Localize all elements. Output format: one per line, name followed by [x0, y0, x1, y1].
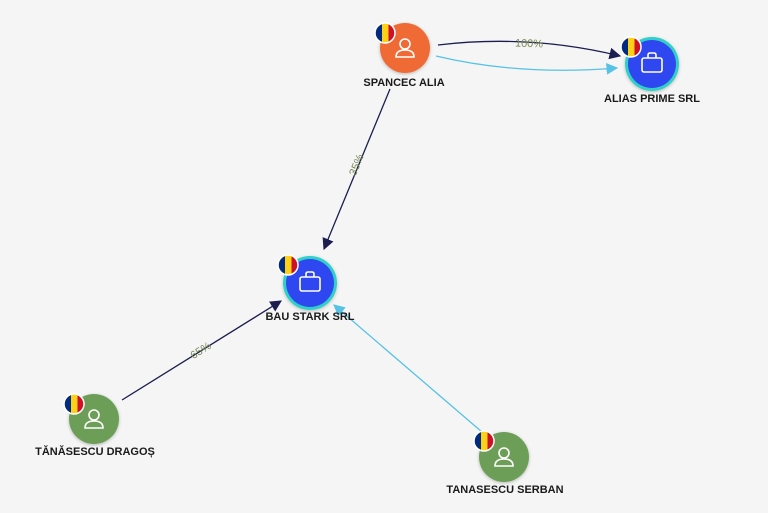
node-alias-prime-srl[interactable]: ALIAS PRIME SRL	[604, 36, 700, 105]
node-bau-stark-srl[interactable]: BAU STARK SRL	[265, 254, 355, 323]
node-tanasescu-serban[interactable]: TANASESCU SERBAN	[446, 430, 564, 496]
edge-spancec-bau-ownership[interactable]	[322, 88, 391, 251]
edge-serban-bau-link[interactable]	[333, 304, 483, 433]
node-tanasescu-dragos[interactable]: TĂNĂSESCU DRAGOȘ	[35, 393, 155, 458]
edge-spancec-alias-ownership[interactable]	[437, 40, 622, 60]
edge-dragos-bau-ownership[interactable]	[121, 300, 282, 401]
node-label: BAU STARK SRL	[265, 311, 354, 323]
romania-flag-icon	[374, 22, 396, 44]
company-node-circle	[286, 259, 334, 307]
edge-spancec-alias-link[interactable]	[435, 55, 619, 75]
node-label: ALIAS PRIME SRL	[604, 93, 700, 105]
romania-flag-icon	[63, 393, 85, 415]
node-spancec-alia[interactable]: SPANCEC ALIA	[363, 22, 445, 89]
node-label: TANASESCU SERBAN	[446, 484, 563, 496]
edge-label-dragos-bau: 65%	[188, 340, 213, 362]
node-label: TĂNĂSESCU DRAGOȘ	[35, 445, 155, 458]
briefcase-icon	[641, 52, 663, 73]
person-icon	[494, 447, 514, 467]
node-label: SPANCEC ALIA	[363, 77, 444, 89]
romania-flag-icon	[473, 430, 495, 452]
briefcase-icon	[299, 271, 321, 292]
person-icon	[84, 409, 104, 429]
romania-flag-icon	[277, 254, 299, 276]
edge-label-spancec-alias: 100%	[515, 38, 544, 51]
edges-layer	[121, 40, 622, 433]
person-icon	[395, 38, 415, 58]
romania-flag-icon	[620, 36, 642, 58]
edge-label-spancec-bau: 35%	[347, 152, 366, 177]
